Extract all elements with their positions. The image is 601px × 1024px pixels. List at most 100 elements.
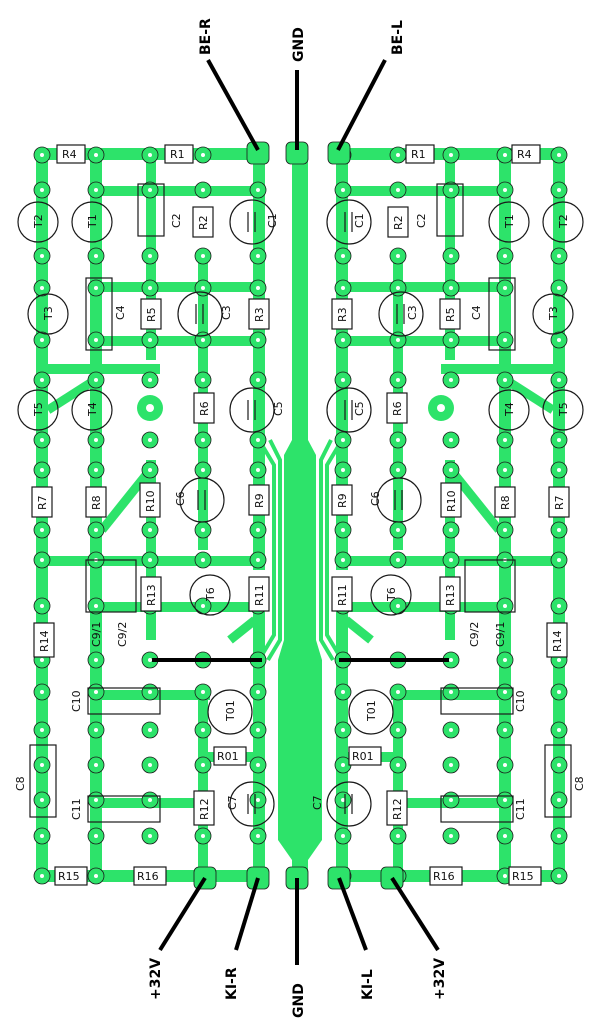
pad-hole	[557, 528, 561, 532]
pad-hole	[396, 188, 400, 192]
label-c10-left: C10	[70, 690, 83, 712]
pad-hole	[503, 378, 507, 382]
pad-hole	[557, 468, 561, 472]
label-c9-1-left: C9/1	[90, 622, 103, 647]
pad-hole	[148, 188, 152, 192]
label-r16-left: R16	[137, 870, 159, 883]
pad-hole	[256, 528, 260, 532]
c9-right-outline	[464, 559, 516, 613]
pad-hole	[341, 438, 345, 442]
connector-gnd-bottom: GND	[291, 983, 307, 1018]
pad-hole	[94, 188, 98, 192]
connector-ki-r: KI-R	[224, 967, 240, 1000]
label-t3-left: T3	[42, 306, 55, 321]
pad-hole	[503, 658, 507, 662]
label-t2-right: T2	[557, 214, 570, 229]
label-r15-right: R15	[512, 870, 534, 883]
pad-hole	[40, 338, 44, 342]
pad-hole	[341, 254, 345, 258]
pad-hole	[201, 438, 205, 442]
pad-hole	[449, 763, 453, 767]
label-c5-right: C5	[353, 401, 366, 416]
pad-hole	[40, 690, 44, 694]
pad-hole	[94, 438, 98, 442]
pad-hole	[201, 690, 205, 694]
label-c9-1-right: C9/1	[494, 622, 507, 647]
pad-hole	[396, 338, 400, 342]
pad-hole	[449, 528, 453, 532]
t01-right-outline	[348, 689, 394, 735]
label-t4-left: T4	[86, 402, 99, 417]
component-layer	[17, 59, 584, 965]
pad-hole	[94, 728, 98, 732]
t4-left-outline	[71, 389, 113, 431]
label-t4-right: T4	[503, 402, 516, 417]
pad-hole	[503, 153, 507, 157]
pad-hole	[449, 286, 453, 290]
pad-hole	[557, 254, 561, 258]
pad-hole	[503, 438, 507, 442]
pad-hole	[201, 728, 205, 732]
c6-right-outline	[376, 477, 422, 523]
pad-hole	[557, 798, 561, 802]
label-r12-left: R12	[198, 798, 211, 820]
pad-hole	[148, 834, 152, 838]
label-t5-left: T5	[32, 402, 45, 417]
pad-hole	[148, 338, 152, 342]
pad-hole	[449, 338, 453, 342]
pad-hole	[40, 728, 44, 732]
label-c3-left: C3	[220, 305, 233, 320]
pad-hole	[148, 254, 152, 258]
pad-hole	[503, 874, 507, 878]
c5-left-outline	[229, 387, 275, 433]
pad-hole	[396, 286, 400, 290]
pad-hole	[256, 438, 260, 442]
pad-hole	[148, 153, 152, 157]
c11-left-outline	[87, 795, 161, 823]
label-r15-left: R15	[58, 870, 80, 883]
label-r6-left: R6	[198, 401, 211, 416]
label-r11-left: R11	[253, 584, 266, 606]
pad-hole	[40, 528, 44, 532]
label-t01-left: T01	[224, 700, 237, 722]
pad-hole	[201, 528, 205, 532]
label-r16-right: R16	[433, 870, 455, 883]
pad-hole	[256, 834, 260, 838]
pad-hole	[503, 604, 507, 608]
label-c7-right: C7	[311, 795, 324, 810]
t5-left-outline	[17, 389, 59, 431]
label-r2-right: R2	[392, 215, 405, 230]
pad-hole	[557, 658, 561, 662]
pad-hole	[148, 658, 152, 662]
c7-right-outline	[326, 781, 372, 827]
connector-pad	[327, 141, 351, 165]
pad-hole	[94, 254, 98, 258]
pad-hole	[40, 763, 44, 767]
c6-left-outline	[179, 477, 225, 523]
t3-left-outline	[27, 293, 69, 335]
label-c10-right: C10	[514, 690, 527, 712]
pad-hole	[40, 254, 44, 258]
label-r7-right: R7	[553, 495, 566, 510]
pad-hole	[449, 153, 453, 157]
c10-right-outline	[440, 687, 514, 715]
label-box-layer: R4 R1 R1 R4 R15 R16 R16 R15 R01 R01	[54, 144, 542, 886]
label-t6-right: T6	[385, 587, 398, 602]
label-t2-left: T2	[32, 214, 45, 229]
pad-hole	[396, 254, 400, 258]
pad-hole	[94, 874, 98, 878]
label-t5-right: T5	[557, 402, 570, 417]
connector-be-l: BE-L	[390, 20, 406, 55]
label-c6-left: C6	[174, 491, 187, 506]
pad-hole	[557, 438, 561, 442]
pad-hole	[503, 690, 507, 694]
pad-hole	[341, 528, 345, 532]
pad-hole	[256, 468, 260, 472]
pad-hole	[449, 834, 453, 838]
pad-hole	[256, 558, 260, 562]
t01-left-outline	[207, 689, 253, 735]
c4-right-outline	[488, 277, 516, 351]
pad-hole	[94, 286, 98, 290]
label-c11-left: C11	[70, 798, 83, 820]
